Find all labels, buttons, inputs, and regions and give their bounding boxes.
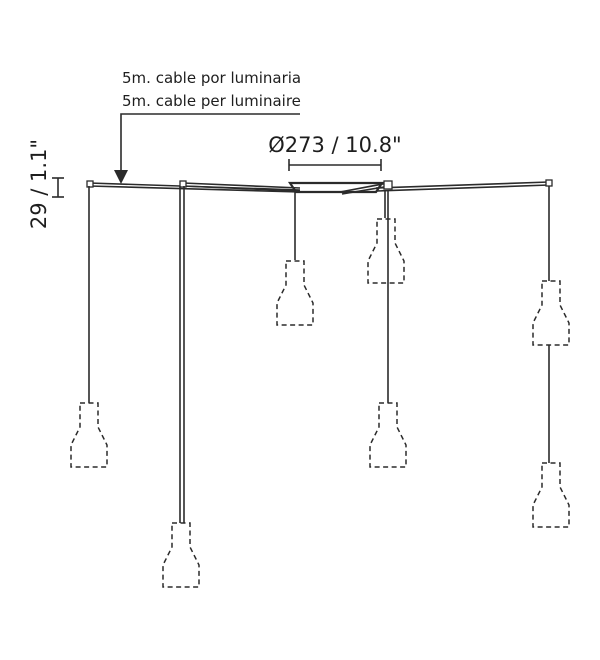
pendant-cables (88, 186, 550, 523)
pendant-lamp-shade-5 (369, 402, 407, 468)
pendant-lamp-shade-3 (276, 260, 314, 326)
arm-joints (86, 179, 553, 190)
ceiling-canopy (287, 181, 385, 194)
cable-length-label-en: 5m. cable per luminaire (122, 92, 301, 110)
pendant-lamp-shade-4 (367, 218, 405, 284)
pendant-lamp-shade-2 (162, 522, 200, 588)
pendant-lamp-shade-6 (532, 280, 570, 346)
diameter-dimension-line (288, 159, 382, 171)
support-arms (88, 181, 550, 195)
cable-length-label-es: 5m. cable por luminaria (122, 69, 301, 87)
pendant-lamp-shade-1 (70, 402, 108, 468)
height-label: 29 / 1.1" (27, 139, 51, 229)
height-dimension-line (52, 177, 64, 198)
pendant-lamp-shade-7 (532, 462, 570, 528)
diameter-label: Ø273 / 10.8" (268, 133, 401, 157)
cable-leader-arrow (114, 113, 300, 184)
